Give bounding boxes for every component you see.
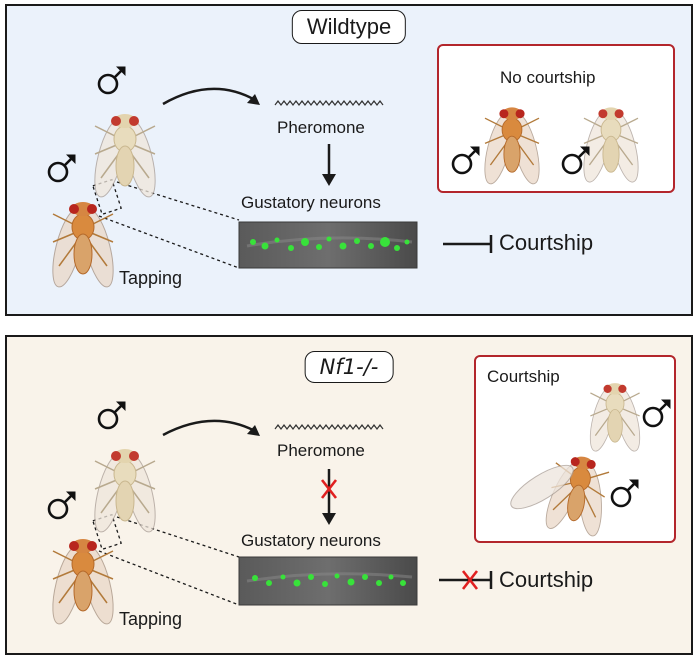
male-symbol-icon [97, 400, 127, 430]
courtship-box-label: Courtship [487, 367, 560, 386]
nf1-panel: Nf1-/- Courtship Pheromone Gustatory neu… [5, 335, 693, 655]
male-fly-orange-icon [45, 538, 121, 628]
male-fly-pale-icon [87, 113, 163, 201]
curved-arrow-icon [162, 87, 256, 106]
male-symbol-icon [97, 65, 127, 95]
pheromone-wave-icon [274, 100, 384, 106]
nf1-title: Nf1-/- [304, 351, 394, 383]
nf1-illustration [45, 382, 672, 628]
male-fly-orange-icon [45, 201, 121, 291]
curved-arrow-icon [162, 419, 256, 437]
tapping-label: Tapping [119, 609, 183, 629]
male-fly-orange-icon [478, 106, 546, 188]
male-symbol-icon [642, 398, 672, 428]
wildtype-illustration [45, 65, 645, 291]
male-symbol-icon [47, 153, 77, 183]
pheromone-wave-icon [274, 424, 384, 430]
male-symbol-icon [610, 478, 640, 508]
pheromone-label: Pheromone [277, 441, 365, 460]
no-courtship-label: No courtship [500, 68, 596, 87]
courtship-label: Courtship [499, 567, 594, 592]
courtship-label: Courtship [499, 230, 594, 255]
neuron-micrograph [238, 221, 418, 269]
gustatory-neurons-label: Gustatory neurons [241, 193, 381, 212]
male-fly-pale-icon [584, 382, 646, 455]
male-fly-pale-icon [577, 106, 645, 186]
tapping-label: Tapping [119, 268, 183, 288]
male-fly-pale-icon [87, 448, 163, 536]
courtship-box [474, 355, 676, 543]
male-symbol-icon [451, 145, 481, 175]
neuron-micrograph [238, 556, 418, 606]
block-x-icon [461, 570, 479, 590]
gustatory-neurons-label: Gustatory neurons [241, 531, 381, 550]
wildtype-panel: Wildtype No courtship Pheromone Gustator… [5, 4, 693, 316]
block-x-icon [320, 479, 338, 499]
pheromone-label: Pheromone [277, 118, 365, 137]
wildtype-title: Wildtype [291, 10, 407, 44]
male-symbol-icon [47, 490, 77, 520]
